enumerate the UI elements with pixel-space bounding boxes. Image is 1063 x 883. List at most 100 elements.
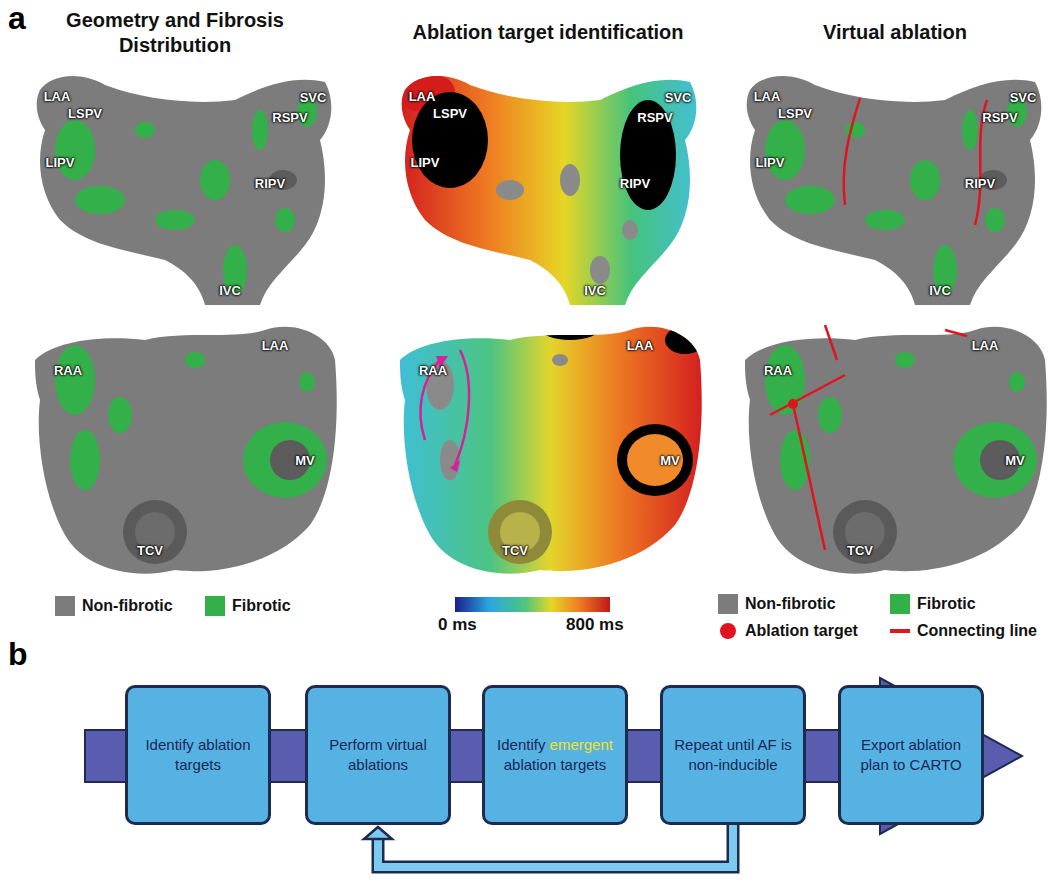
drawing-ellipse (590, 256, 610, 284)
drawing-path (844, 98, 860, 205)
drawing-path (793, 404, 825, 550)
legend-symbol (718, 621, 738, 641)
anatomy-label: LAA (44, 89, 71, 104)
process-box: Identify emergent ablation targets (482, 685, 628, 825)
process-box: Repeat until AF is non-inducible (660, 685, 806, 825)
drawing-g (765, 97, 1027, 295)
anatomy-label: MV (1005, 453, 1025, 468)
legend-text: Fibrotic (917, 595, 976, 613)
box-text: Perform virtual ablations (314, 735, 442, 775)
legend-item: Ablation target (718, 621, 858, 641)
anatomy-label: RIPV (965, 176, 995, 191)
anatomy-label: TCV (847, 543, 873, 558)
box-text: Export ablation plan to CARTO (847, 735, 975, 775)
anatomy-label: RSPV (637, 110, 672, 125)
anatomy-label: LAA (972, 338, 999, 353)
anatomy-label: RIPV (255, 176, 285, 191)
drawing-circle (833, 500, 897, 564)
anatomy-label: RAA (764, 363, 792, 378)
anatomy-label: IVC (584, 283, 606, 298)
process-box: Identify ablation targets (125, 685, 271, 825)
anatomy-label: LSPV (778, 106, 812, 121)
drawing-ellipse (412, 92, 488, 188)
anatomy-label: TCV (502, 543, 528, 558)
drawing-use (765, 97, 1027, 295)
column-title: Virtual ablation (770, 20, 1020, 45)
drawing-ellipse (540, 316, 600, 340)
drawing-g (426, 316, 705, 496)
legend-swatch (890, 594, 910, 614)
drawing-ellipse (560, 164, 580, 196)
drawing-circle (720, 623, 736, 639)
drawing-g (747, 76, 1042, 305)
legend-swatch (890, 621, 910, 641)
anatomy-label: MV (660, 453, 680, 468)
drawing-rect (890, 629, 910, 633)
drawing-ellipse (496, 180, 524, 200)
anatomy-label: MV (295, 453, 315, 468)
column-title: Ablation target identification (388, 20, 708, 45)
drawing-use (55, 345, 327, 498)
anatomy-label: LIPV (756, 155, 785, 170)
process-box: Perform virtual ablations (305, 685, 451, 825)
anatomy-label: LIPV (46, 155, 75, 170)
legend-swatch (718, 621, 738, 641)
colorbar-label: 0 ms (438, 615, 477, 635)
drawing-path (945, 330, 967, 336)
drawing-ellipse (627, 434, 683, 486)
panel-label: b (8, 636, 28, 673)
colorbar-label: 800 ms (566, 615, 624, 635)
anatomy-label: LAA (627, 338, 654, 353)
drawing-ellipse (620, 100, 676, 210)
drawing-circle (123, 500, 187, 564)
drawing-rect (455, 597, 610, 612)
drawing-path (378, 825, 733, 867)
drawing-g (35, 327, 337, 574)
drawing-g (400, 316, 705, 574)
drawing-use (35, 327, 337, 574)
drawing-use (745, 327, 1047, 574)
legend-text: Connecting line (917, 622, 1037, 640)
drawing-use (55, 97, 317, 295)
drawing-circle (488, 500, 552, 564)
drawing-use (747, 76, 1042, 305)
process-box: Export ablation plan to CARTO (838, 685, 984, 825)
anatomy-label: LAA (262, 338, 289, 353)
legend-text: Non-fibrotic (82, 597, 173, 615)
box-text: Repeat until AF is non-inducible (669, 735, 797, 775)
drawing-g (37, 76, 332, 305)
loop-arrow (364, 825, 733, 867)
anatomy-label: TCV (137, 543, 163, 558)
drawing-polygon (450, 460, 460, 472)
drawing-path (770, 375, 845, 415)
box-text: Identify ablation targets (134, 735, 262, 775)
panel-label: a (8, 0, 26, 37)
drawing-g (426, 354, 568, 480)
anatomy-label: RIPV (620, 176, 650, 191)
anatomy-label: LAA (754, 89, 781, 104)
drawing-g (55, 97, 317, 295)
drawing-use (765, 345, 1037, 498)
drawing-g (496, 164, 638, 284)
legend-item: Fibrotic (205, 596, 291, 616)
legend-item: Non-fibrotic (718, 594, 836, 614)
legend-text: Ablation target (745, 622, 858, 640)
anatomy-label: LAA (409, 89, 436, 104)
legend-item: Connecting line (890, 621, 1037, 641)
anatomy-label: RSPV (272, 110, 307, 125)
drawing-g (765, 345, 1037, 498)
legend-item: Fibrotic (890, 594, 976, 614)
anatomy-label: LSPV (68, 106, 102, 121)
legend-item: Non-fibrotic (55, 596, 173, 616)
drawing-use (400, 327, 702, 574)
drawing-g (844, 98, 987, 225)
anatomy-label: SVC (665, 90, 692, 105)
drawing-circle (788, 399, 798, 409)
drawing-ellipse (665, 326, 705, 354)
drawing-path (378, 825, 733, 867)
legend-text: Non-fibrotic (745, 595, 836, 613)
drawing-g (55, 345, 327, 498)
drawing-g (745, 325, 1047, 574)
legend-text: Fibrotic (232, 597, 291, 615)
